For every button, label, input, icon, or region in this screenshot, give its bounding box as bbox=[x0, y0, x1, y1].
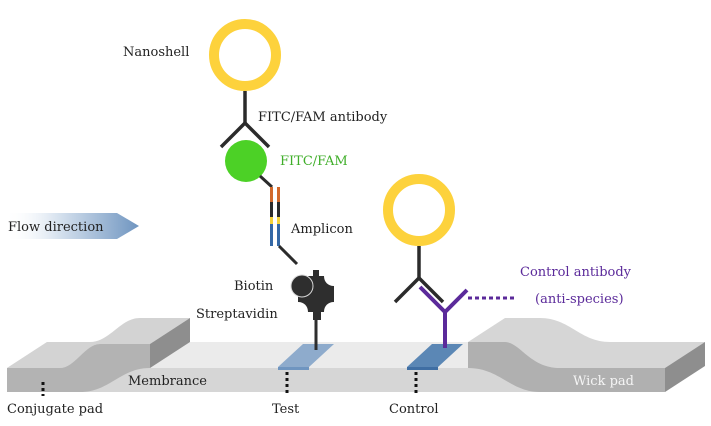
wick-pad-top bbox=[468, 318, 705, 368]
amplicon-label: Amplicon bbox=[290, 222, 353, 237]
wick-pad-front bbox=[468, 342, 665, 392]
test-label: Test bbox=[272, 402, 300, 417]
membrance-label: Membrance bbox=[128, 374, 207, 389]
fitc-antibody-arms bbox=[219, 120, 271, 149]
fitc-fam-label: FITC/FAM bbox=[280, 154, 348, 169]
nanoshell-icon bbox=[209, 19, 281, 91]
fitc-fam-antibody-label: FITC/FAM antibody bbox=[258, 110, 388, 125]
control-complex bbox=[383, 174, 515, 348]
control-antibody-icon bbox=[418, 285, 469, 315]
test-complex bbox=[209, 19, 334, 350]
flow-arrow-shape bbox=[5, 213, 139, 239]
control-line-front bbox=[407, 367, 438, 370]
test-line-front bbox=[278, 367, 309, 370]
control-nanoshell-icon bbox=[383, 174, 455, 246]
conjugate-pad bbox=[7, 318, 190, 392]
control-line bbox=[407, 344, 463, 367]
fitc-linker bbox=[258, 174, 274, 189]
conjugate-pad-side bbox=[150, 318, 190, 368]
wick-pad-label: Wick pad bbox=[573, 374, 634, 389]
test-line bbox=[278, 344, 334, 367]
control-antibody-label: Control antibody bbox=[520, 265, 632, 280]
conjugate-pad-top bbox=[7, 318, 190, 368]
fitc-fam-icon bbox=[225, 140, 267, 182]
conjugate-pad-front bbox=[7, 344, 150, 392]
amplicon-icon bbox=[270, 187, 280, 246]
streptavidin-label: Streptavidin bbox=[196, 307, 278, 322]
flow-direction-label: Flow direction bbox=[8, 220, 104, 235]
control-detector-antibody-arms bbox=[393, 275, 445, 304]
flow-direction-arrow: Flow direction bbox=[5, 213, 139, 239]
conjugate-pad-label: Conjugate pad bbox=[7, 402, 103, 417]
biotin-label: Biotin bbox=[234, 279, 274, 294]
control-label: Control bbox=[389, 402, 439, 417]
wick-pad bbox=[468, 318, 705, 392]
nanoshell-label: Nanoshell bbox=[123, 45, 189, 60]
wick-pad-side bbox=[665, 342, 705, 392]
biotin-linker bbox=[277, 244, 299, 266]
anti-species-label: (anti-species) bbox=[535, 292, 624, 307]
biotin-icon bbox=[290, 274, 314, 298]
